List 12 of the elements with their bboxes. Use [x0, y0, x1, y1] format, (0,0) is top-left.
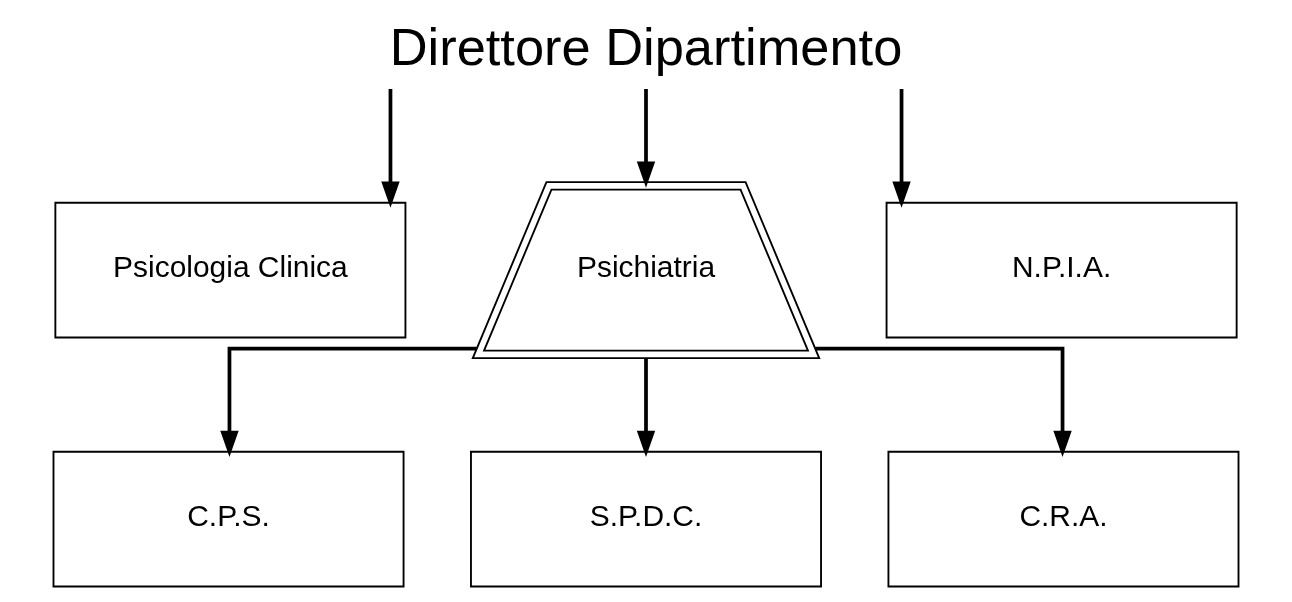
node-box: C.R.A.: [887, 450, 1240, 588]
node-box: Psicologia Clinica: [54, 201, 407, 339]
node-box: N.P.I.A.: [885, 201, 1238, 339]
arrow: [381, 89, 400, 208]
arrow: [220, 346, 477, 457]
arrow: [636, 89, 656, 188]
arrow: [815, 346, 1072, 457]
node-text: Direttore Dipartimento: [389, 17, 903, 76]
arrow: [892, 89, 911, 208]
arrow: [636, 358, 656, 457]
node-box: C.P.S.: [52, 450, 405, 588]
node-box: S.P.D.C.: [470, 450, 822, 588]
